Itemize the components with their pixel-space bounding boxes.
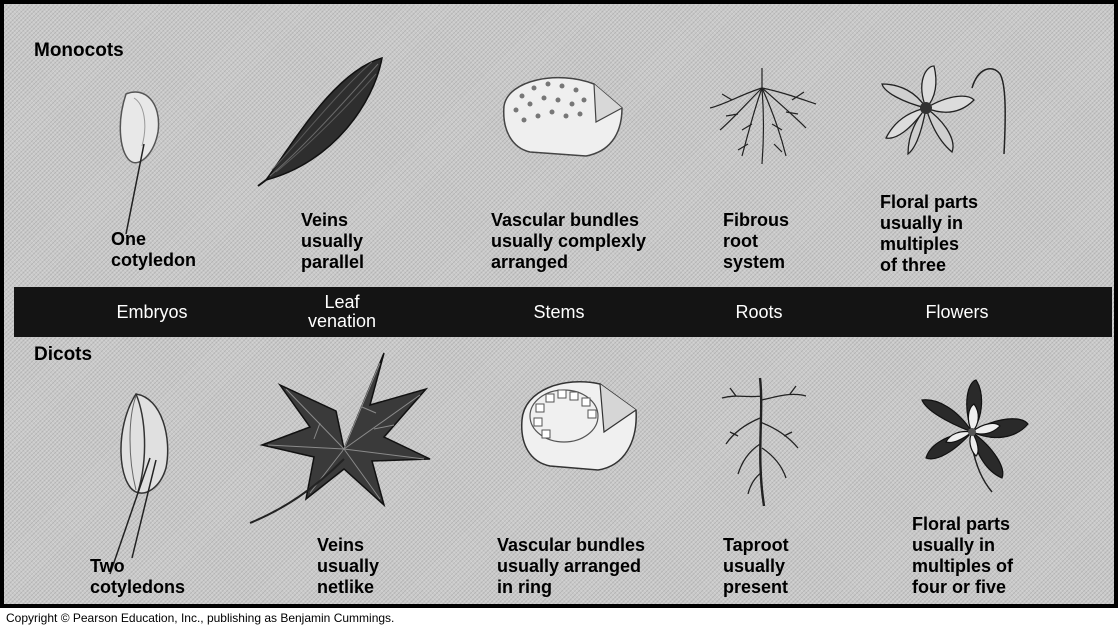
dicot-root-illustration — [708, 374, 818, 514]
category-stems: Stems — [533, 287, 584, 337]
dicot-embryo-label: Two cotyledons — [90, 556, 185, 598]
dicot-root-label: Taproot usually present — [723, 535, 789, 598]
monocot-flower-label: Floral parts usually in multiples of thr… — [880, 192, 978, 276]
dicots-title: Dicots — [34, 344, 92, 366]
category-embryos: Embryos — [116, 287, 187, 337]
dicot-stem-illustration — [514, 370, 644, 480]
dicot-flower-illustration — [902, 376, 1042, 496]
copyright-notice: Copyright © Pearson Education, Inc., pub… — [6, 611, 394, 625]
monocot-embryo-illustration — [104, 84, 184, 244]
dicot-leaf-label: Veins usually netlike — [317, 535, 379, 598]
monocot-stem-illustration — [498, 66, 628, 166]
monocot-leaf-label: Veins usually parallel — [301, 210, 364, 273]
category-flowers: Flowers — [925, 287, 988, 337]
comparison-figure: Monocots One cotyledon Veins usually par… — [0, 0, 1118, 608]
category-band: Embryos Leaf venation Stems Roots Flower… — [14, 287, 1112, 337]
monocot-stem-label: Vascular bundles usually complexly arran… — [491, 210, 646, 273]
category-roots: Roots — [735, 287, 782, 337]
monocot-embryo-label: One cotyledon — [111, 229, 196, 271]
monocot-root-illustration — [702, 64, 822, 174]
category-leaf-venation: Leaf venation — [308, 287, 376, 337]
monocot-leaf-illustration — [254, 52, 394, 192]
monocot-flower-illustration — [876, 58, 1016, 178]
monocot-root-label: Fibrous root system — [723, 210, 789, 273]
dicot-stem-label: Vascular bundles usually arranged in rin… — [497, 535, 645, 598]
monocots-title: Monocots — [34, 40, 124, 62]
dicot-leaf-illustration — [244, 349, 434, 529]
dicot-flower-label: Floral parts usually in multiples of fou… — [912, 514, 1013, 598]
